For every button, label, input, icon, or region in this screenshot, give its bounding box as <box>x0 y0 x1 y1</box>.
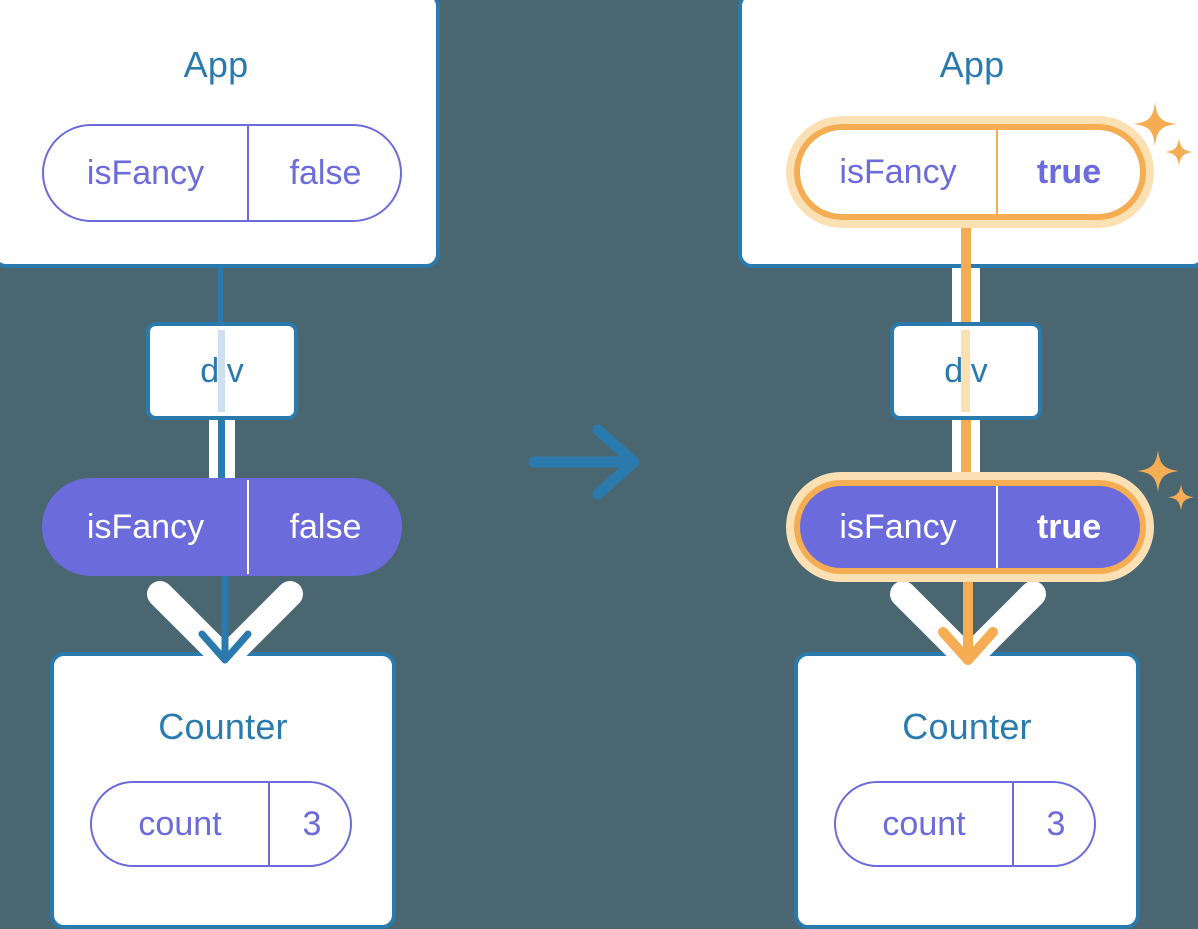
prop-pill-right[interactable]: isFancy true <box>794 480 1146 574</box>
arrow-head <box>198 630 252 664</box>
counter-state-pill-left[interactable]: count 3 <box>90 781 352 867</box>
pill-divider <box>1012 783 1014 865</box>
pill-divider <box>247 480 249 574</box>
app-state-pill-key-left: isFancy <box>86 153 205 192</box>
prop-pill-left[interactable]: isFancy false <box>42 478 402 576</box>
connector-div-to-prop-left <box>218 416 225 488</box>
prop-pill-value-right: true <box>1036 507 1102 546</box>
app-state-pill-left[interactable]: isFancy false <box>42 124 402 222</box>
arrow-head <box>938 627 998 665</box>
flow-arrow-right <box>890 566 1046 666</box>
counter-state-pill-key-left: count <box>138 804 222 843</box>
connector-pill-stub-right <box>961 222 971 272</box>
flow-arrow-left <box>147 566 303 666</box>
app-state-pill-key-right: isFancy <box>839 152 957 191</box>
app-state-pill-value-left: false <box>289 153 362 192</box>
counter-title-left: Counter <box>158 706 288 747</box>
pill-divider <box>247 126 249 220</box>
counter-state-pill-value-left: 3 <box>302 804 322 843</box>
pill-divider <box>996 130 998 214</box>
app-state-pill-right[interactable]: isFancy true <box>794 124 1146 220</box>
transition-arrow-icon <box>528 424 640 500</box>
counter-state-pill-value-right: 3 <box>1046 804 1066 843</box>
counter-state-pill-right[interactable]: count 3 <box>834 781 1096 867</box>
connector-app-to-div-right <box>961 222 971 332</box>
pill-divider <box>996 486 998 568</box>
app-title-right: App <box>939 44 1005 85</box>
connector-div-to-prop-right <box>961 416 971 488</box>
counter-title-right: Counter <box>902 706 1032 747</box>
div-inner-stripe-right <box>961 330 970 412</box>
div-inner-stripe-left <box>218 330 225 412</box>
app-state-pill-value-right: true <box>1036 152 1102 191</box>
app-title-left: App <box>183 44 249 85</box>
sparkle-icon-app-right <box>1133 102 1193 166</box>
prop-pill-key-right: isFancy <box>839 507 957 546</box>
sparkle-icon-prop-right <box>1137 450 1194 511</box>
pill-divider <box>268 783 270 865</box>
prop-pill-key-left: isFancy <box>86 507 205 546</box>
prop-pill-value-left: false <box>289 507 362 546</box>
counter-state-pill-key-right: count <box>882 804 966 843</box>
connector-app-to-div-left <box>218 264 223 326</box>
